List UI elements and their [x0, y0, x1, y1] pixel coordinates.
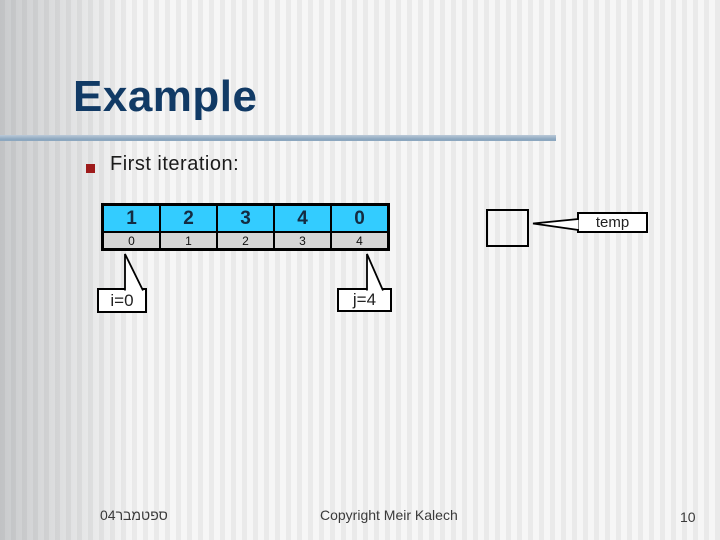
title-divider-bar: [0, 135, 556, 141]
array-index-cell: 0: [104, 233, 159, 248]
bullet-text: First iteration:: [110, 153, 240, 175]
footer-page-number: 10: [680, 509, 696, 525]
array-index-cell: 3: [275, 233, 330, 248]
temp-callout-label: temp: [577, 212, 648, 233]
array-cell: 0: [332, 206, 387, 231]
array-index-cell: 4: [332, 233, 387, 248]
bullet-icon: [86, 164, 95, 173]
array-table: 1 2 3 4 0 0 1 2 3 4: [101, 203, 390, 251]
page-title: Example: [73, 72, 258, 121]
i-callout-label: i=0: [97, 288, 147, 313]
array-cell: 4: [275, 206, 330, 231]
footer-date: ספטמבר04: [100, 507, 168, 523]
j-callout-label: j=4: [337, 288, 392, 312]
temp-value-box: [486, 209, 529, 247]
array-cell: 1: [104, 206, 159, 231]
callout-pointer-i: [124, 253, 144, 291]
callout-pointer-j: [366, 253, 384, 291]
footer-copyright: Copyright Meir Kalech: [320, 507, 458, 523]
array-index-cell: 1: [161, 233, 216, 248]
array-index-cell: 2: [218, 233, 273, 248]
array-cell: 2: [161, 206, 216, 231]
callout-pointer-temp: [532, 218, 579, 231]
array-cell: 3: [218, 206, 273, 231]
